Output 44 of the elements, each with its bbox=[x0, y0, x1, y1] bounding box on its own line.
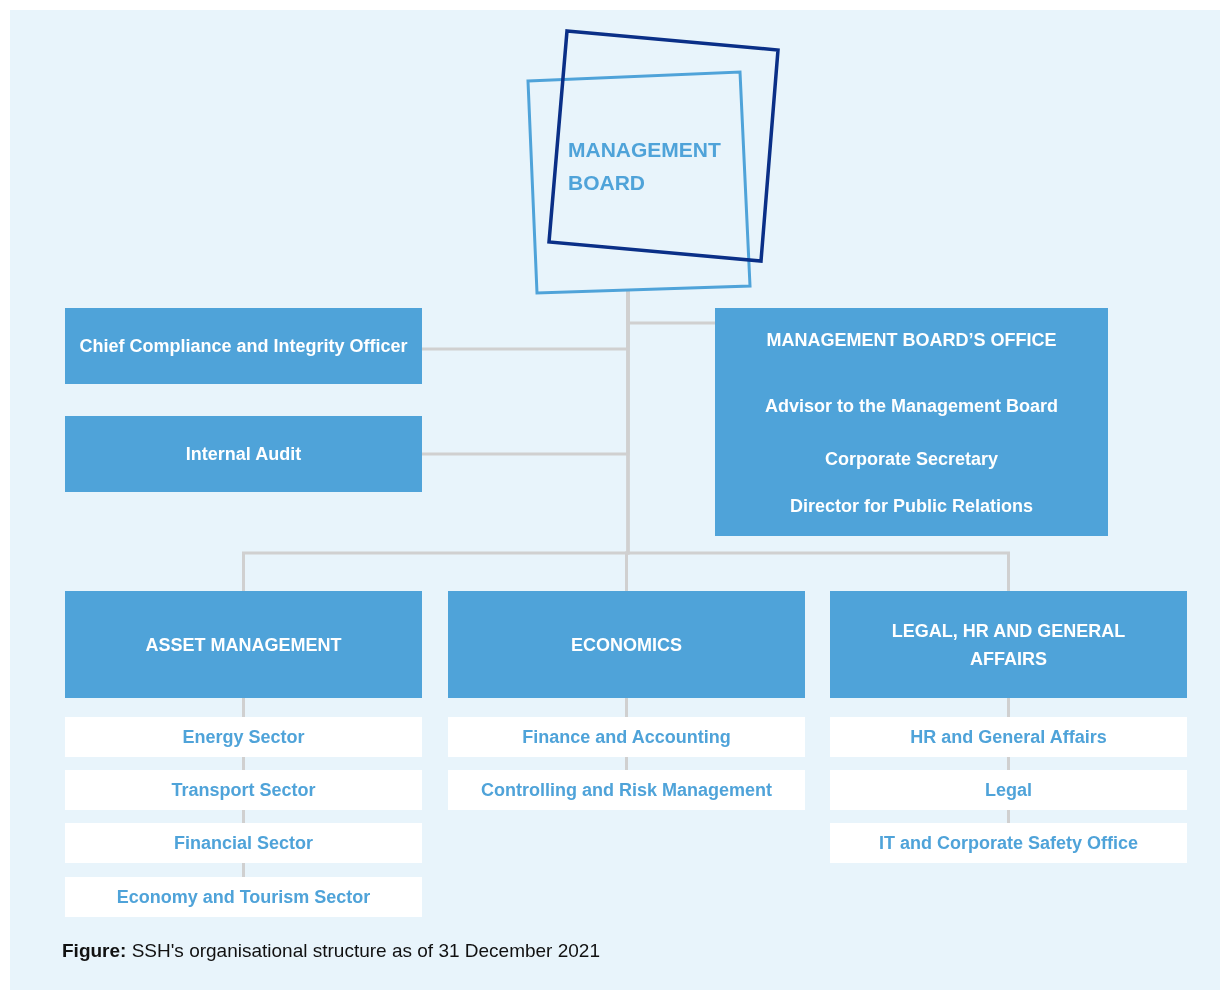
unit-box bbox=[65, 823, 422, 863]
unit-label: Financial Sector bbox=[173, 832, 313, 855]
unit-label: Economy and Tourism Sector bbox=[116, 886, 371, 909]
department-box bbox=[65, 591, 422, 698]
office-box bbox=[715, 308, 1108, 536]
unit-label: Energy Sector bbox=[182, 726, 305, 749]
connector-line bbox=[625, 757, 628, 770]
connector-line bbox=[242, 698, 245, 717]
figure-caption: Figure: SSH's organisational structure as of 31 December 2021 bbox=[62, 940, 600, 962]
department-label: ECONOMICS bbox=[570, 633, 683, 657]
department-box bbox=[65, 308, 422, 384]
office-heading: MANAGEMENT BOARD’S OFFICE bbox=[765, 329, 1058, 352]
department-label: Internal Audit bbox=[185, 443, 302, 466]
unit-label: HR and General Affairs bbox=[910, 726, 1107, 749]
connector-line bbox=[1007, 698, 1010, 717]
unit-box bbox=[830, 823, 1187, 863]
unit-box bbox=[448, 717, 805, 757]
department-label: ASSET MANAGEMENT bbox=[144, 633, 343, 657]
connector-line bbox=[625, 698, 628, 717]
unit-box bbox=[448, 770, 805, 810]
connector-line bbox=[242, 757, 245, 770]
unit-box bbox=[830, 717, 1187, 757]
department-label: Chief Compliance and Integrity Officer bbox=[79, 335, 408, 358]
office-role: Corporate Secretary bbox=[823, 448, 1000, 471]
office-role: Director for Public Relations bbox=[788, 495, 1034, 518]
board-title: MANAGEMENT BOARD bbox=[568, 137, 722, 196]
unit-box bbox=[65, 877, 422, 917]
connector-line bbox=[1007, 810, 1010, 823]
department-label: LEGAL, HR AND GENERAL AFFAIRS bbox=[890, 619, 1127, 671]
department-box bbox=[830, 591, 1187, 698]
unit-label: Controlling and Risk Management bbox=[481, 779, 772, 802]
unit-box bbox=[65, 717, 422, 757]
unit-label: IT and Corporate Safety Office bbox=[878, 832, 1139, 855]
connector-line bbox=[242, 810, 245, 823]
unit-label: Transport Sector bbox=[171, 779, 316, 802]
department-box bbox=[65, 416, 422, 492]
department-box bbox=[448, 591, 805, 698]
unit-box bbox=[830, 770, 1187, 810]
connector-line bbox=[1007, 757, 1010, 770]
connector-line bbox=[242, 863, 245, 877]
unit-label: Finance and Accounting bbox=[522, 726, 731, 749]
unit-box bbox=[65, 770, 422, 810]
unit-label: Legal bbox=[985, 779, 1032, 802]
office-role: Advisor to the Management Board bbox=[763, 395, 1059, 418]
